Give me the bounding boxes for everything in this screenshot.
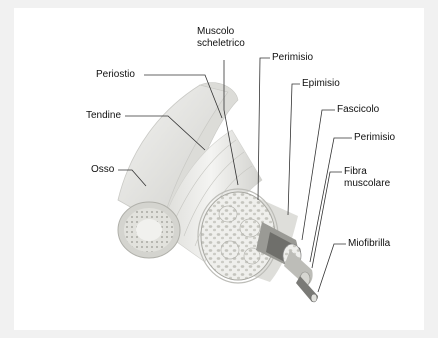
label-muscolo-scheletrico: Muscolo scheletrico xyxy=(197,26,245,50)
bone-cross-section xyxy=(118,202,180,258)
label-fascicolo: Fascicolo xyxy=(337,104,379,116)
label-epimisio: Epimisio xyxy=(302,78,340,90)
leader-miofibrilla xyxy=(318,244,346,292)
leader-fibra xyxy=(312,172,342,268)
label-tendine: Tendine xyxy=(86,110,121,122)
label-perimisio-right: Perimisio xyxy=(354,132,395,144)
label-miofibrilla: Miofibrilla xyxy=(348,238,390,250)
label-osso: Osso xyxy=(91,164,114,176)
label-perimisio-top: Perimisio xyxy=(272,52,313,64)
label-periostio: Periostio xyxy=(96,69,135,81)
label-fibra-muscolare: Fibra muscolare xyxy=(344,166,390,190)
leader-epimisio xyxy=(288,84,300,215)
leader-fascicolo xyxy=(302,110,335,240)
